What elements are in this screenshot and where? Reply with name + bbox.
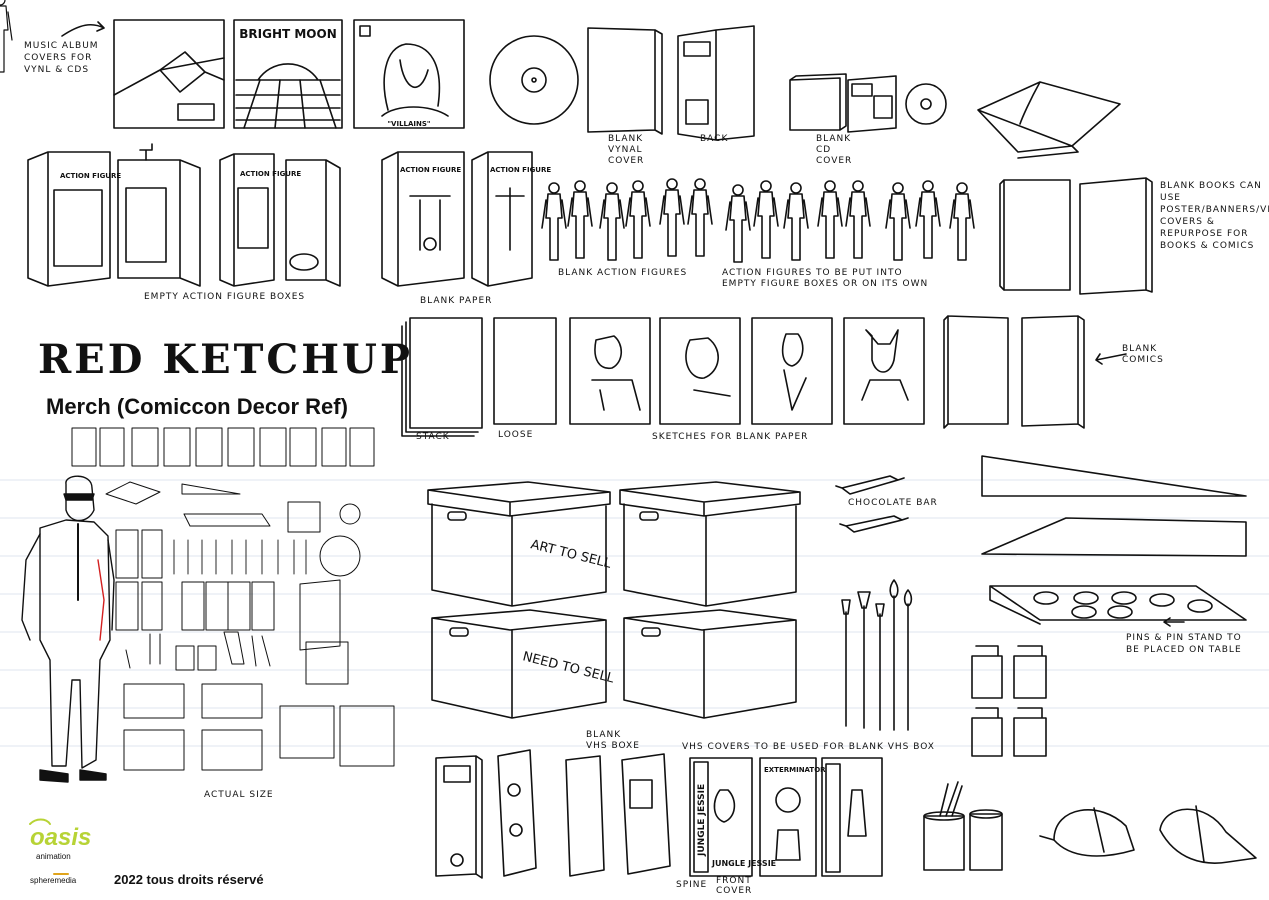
paper-stack — [401, 317, 483, 437]
reference-figures — [173, 539, 307, 575]
jungle-jessie-front: JUNGLE JESSIE — [711, 859, 776, 868]
storage-box-2 — [619, 481, 801, 607]
vhs-cover-jungle-jessie — [689, 757, 753, 877]
oasis-logo: oasis animation — [30, 824, 91, 861]
open-book — [977, 81, 1121, 159]
vhs-cover-3 — [821, 757, 883, 877]
vinyl-record — [489, 35, 579, 125]
action-figure-box-2 — [117, 143, 201, 287]
blank-book-closed — [999, 179, 1071, 291]
note-actual-size: Actual size — [204, 790, 274, 800]
blank-cd-case — [789, 73, 847, 131]
note-blank-vynl: Blank vynal cover — [608, 134, 645, 166]
page-title: RED KETCHUP — [38, 336, 413, 383]
comics-arrow — [1095, 353, 1127, 365]
album-cover-bright-moon — [233, 19, 343, 129]
villains-text: "VILLAINS" — [387, 120, 430, 128]
paint-brushes — [841, 579, 913, 731]
note-blank-figures: Blank action figures — [558, 268, 688, 278]
blank-vhs-box — [565, 753, 671, 877]
storage-box-art-to-sell — [427, 481, 611, 607]
pencil-cup — [923, 781, 965, 871]
album-cover-villains — [353, 19, 465, 129]
chocolate-bar-2 — [839, 515, 909, 533]
box-label-4: ACTION FIGURE — [60, 172, 121, 180]
spheremedia-logo: spheremedia — [30, 876, 77, 885]
action-figure-lineup — [0, 0, 13, 73]
sketch-3 — [751, 317, 833, 425]
action-figure-box-5 — [381, 151, 465, 287]
note-vhs-covers: VHS covers to be used for blank VHS box — [682, 742, 935, 752]
note-empty-boxes: Empty action figure boxes — [144, 292, 306, 302]
page-subtitle: Merch (Comiccon Decor Ref) — [46, 394, 348, 419]
note-loose: Loose — [498, 430, 534, 440]
storage-box-4 — [623, 609, 797, 719]
display-wedge-2 — [981, 517, 1247, 557]
note-chocolate: Chocolate bar — [848, 498, 938, 508]
cd-case-open — [847, 75, 947, 133]
vhs-tape-front — [435, 755, 483, 879]
action-figure-box-1 — [27, 151, 111, 287]
blank-book-open — [1079, 177, 1153, 295]
note-pins: Pins & pin stand to be placed on table — [1126, 633, 1242, 655]
sketch-2 — [659, 317, 741, 425]
bright-moon-text: BRIGHT MOON — [239, 27, 337, 41]
vhs-cover-exterminator — [759, 757, 817, 877]
oasis-logo-sub: animation — [36, 852, 71, 861]
note-blank-vhs: Blank VHS boxe — [586, 730, 640, 751]
sketch-1 — [569, 317, 651, 425]
oasis-logo-mark — [29, 818, 51, 825]
copyright-text: 2022 tous droits réservé — [114, 872, 264, 887]
blank-comic-2 — [1021, 315, 1085, 429]
need-to-sell-text: NEED TO SELL — [521, 649, 616, 686]
album-cover-prism — [113, 19, 225, 129]
action-figure-box-6 — [471, 151, 533, 287]
note-blank-books: Blank books can use poster/banners/vhs c… — [1160, 181, 1269, 251]
vinyl-back-cover — [677, 25, 755, 141]
jungle-jessie-spine: JUNGLE JESSIE — [697, 784, 707, 857]
note-spine: Spine — [676, 880, 708, 890]
blank-vinyl-cover — [587, 27, 663, 135]
note-front-cover: Front cover — [716, 876, 753, 896]
action-figure-box-4 — [285, 159, 341, 287]
character-red-ketchup — [21, 475, 115, 783]
storage-box-need-to-sell — [431, 609, 607, 719]
note-arrow — [61, 21, 105, 37]
blank-comic-1 — [943, 315, 1009, 429]
action-figure-box-3 — [219, 153, 275, 287]
note-sketches: Sketches for blank paper — [652, 432, 809, 442]
box-label-1: ACTION FIGURE — [240, 170, 301, 178]
pins-arrow — [1163, 617, 1185, 627]
sketch-4 — [843, 317, 925, 425]
note-blank-cd: Blank CD cover — [816, 134, 853, 166]
baseball-cap-2 — [1159, 805, 1257, 864]
note-album-covers: Music album covers for vynl & CDs — [24, 41, 99, 75]
note-blank-paper: Blank paper — [420, 296, 493, 306]
pin-stand — [989, 585, 1247, 625]
note-back: Back — [700, 134, 729, 144]
vhs-tape-side — [497, 749, 537, 877]
note-stack: Stack — [416, 432, 450, 442]
oasis-logo-text: oasis — [30, 824, 92, 851]
note-blank-comics: Blank comics — [1122, 344, 1164, 365]
empty-cup — [969, 809, 1003, 871]
exterminator-title: EXTERMINATOR — [764, 766, 826, 774]
art-to-sell-text: ART TO SELL — [529, 537, 613, 572]
paper-loose — [493, 317, 557, 425]
box-label-2: ACTION FIGURE — [400, 166, 461, 174]
note-figures-to-box: Action figures to be put into empty figu… — [722, 268, 929, 289]
baseball-cap-1 — [1039, 807, 1135, 857]
paint-jars — [971, 645, 1047, 757]
box-label-3: ACTION FIGURE — [490, 166, 551, 174]
reference-thumbnails — [71, 427, 395, 771]
display-wedge-1 — [981, 455, 1247, 497]
chocolate-bar-1 — [835, 475, 905, 495]
